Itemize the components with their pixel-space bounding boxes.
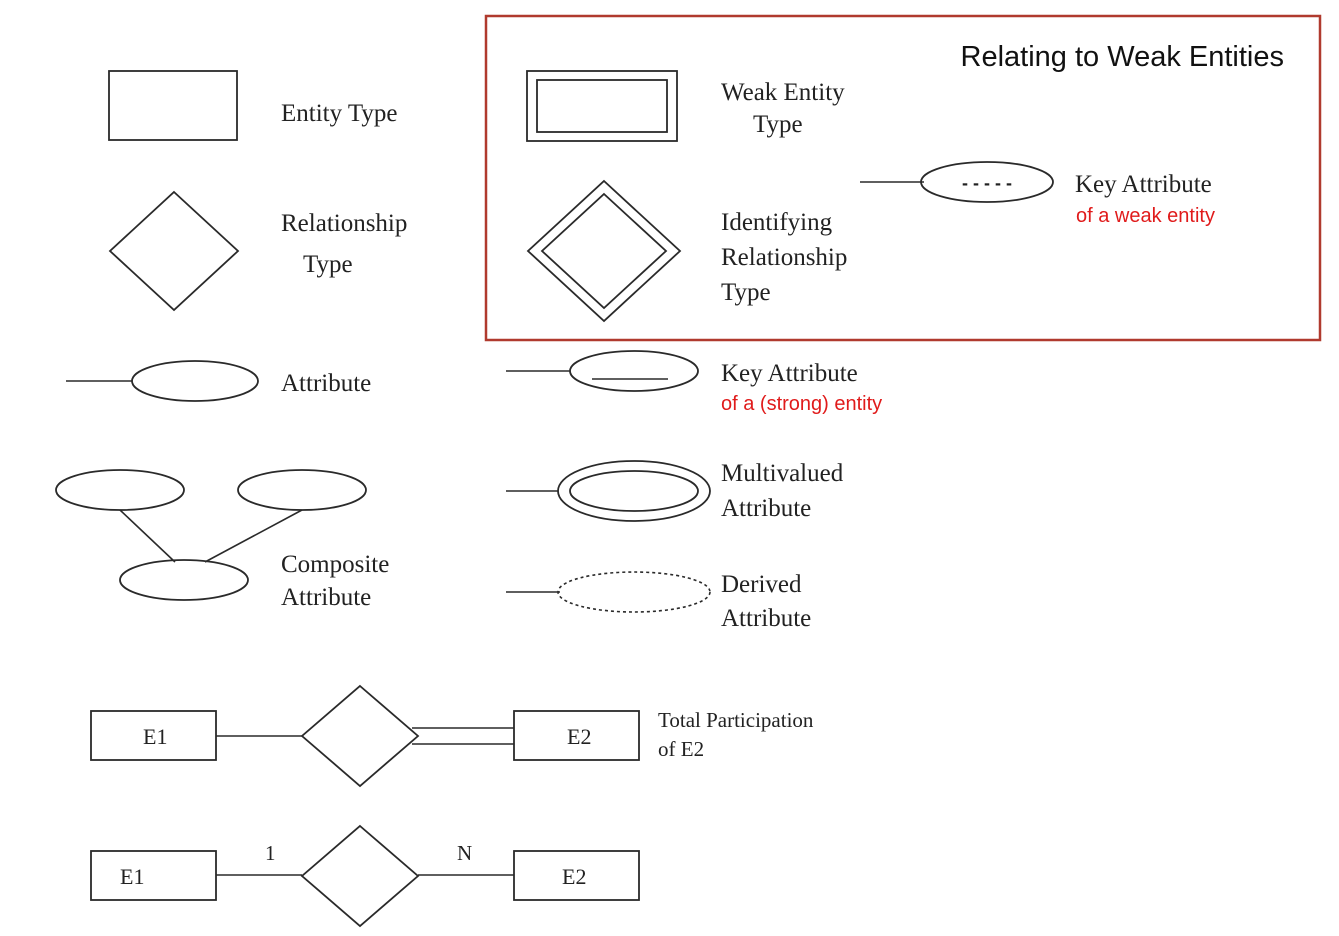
composite-attribute-label-line2: Attribute <box>281 584 371 611</box>
multivalued-attribute-symbol-inner <box>569 470 699 512</box>
cardinality-right-ratio: N <box>457 841 472 865</box>
identifying-relationship-label-line3: Type <box>721 279 771 306</box>
multivalued-attribute-label-line2: Attribute <box>721 495 811 522</box>
composite-part-ellipse-left <box>55 469 185 511</box>
attribute-symbol <box>131 360 259 402</box>
total-participation-e1-label: E1 <box>143 724 167 749</box>
total-participation-label-line1: Total Participation <box>658 708 814 732</box>
composite-part-ellipse-right <box>237 469 367 511</box>
weak-entity-type-symbol-inner <box>536 79 668 133</box>
composite-attribute-symbol <box>119 559 249 601</box>
key-attribute-note: of a (strong) entity <box>721 393 882 415</box>
weak-entity-type-label-line1: Weak Entity <box>721 79 845 106</box>
key-attribute-label: Key Attribute <box>721 360 858 387</box>
weak-key-attribute-note: of a weak entity <box>1076 205 1215 227</box>
cardinality-relationship <box>300 824 420 928</box>
entity-type-label: Entity Type <box>281 100 398 127</box>
weak-entity-type-symbol-outer <box>526 70 678 142</box>
total-participation-relationship <box>300 684 420 788</box>
composite-connector-left <box>119 509 176 563</box>
highlight-box-title: Relating to Weak Entities <box>961 41 1284 73</box>
derived-attribute-symbol <box>557 571 711 613</box>
multivalued-attribute-symbol-outer <box>557 460 711 522</box>
total-participation-entity-e2 <box>513 710 640 761</box>
weak-key-dashed-underline: - - - - - <box>962 173 1012 193</box>
total-participation-label-line2: of E2 <box>658 737 704 761</box>
derived-attribute-label-line2: Attribute <box>721 605 811 632</box>
identifying-relationship-symbol-outer <box>526 179 682 323</box>
cardinality-left-ratio: 1 <box>265 841 276 865</box>
cardinality-entity-e2 <box>513 850 640 901</box>
weak-entity-type-label-line2: Type <box>753 111 803 138</box>
relationship-type-label-line2: Type <box>303 251 353 278</box>
attribute-label: Attribute <box>281 370 371 397</box>
cardinality-e2-label: E2 <box>562 864 586 889</box>
weak-key-attribute-symbol <box>920 161 1054 203</box>
weak-entity-highlight-box <box>484 14 1322 342</box>
weak-key-attribute-label: Key Attribute <box>1075 171 1212 198</box>
composite-connector-right <box>204 509 303 563</box>
relationship-type-label-line1: Relationship <box>281 210 407 237</box>
cardinality-e1-label: E1 <box>120 864 144 889</box>
entity-type-symbol <box>108 70 238 141</box>
multivalued-attribute-label-line1: Multivalued <box>721 460 844 487</box>
total-participation-e2-label: E2 <box>567 724 591 749</box>
identifying-relationship-label-line1: Identifying <box>721 209 833 236</box>
composite-attribute-label-line1: Composite <box>281 551 389 578</box>
identifying-relationship-label-line2: Relationship <box>721 244 847 271</box>
key-attribute-symbol <box>569 350 699 392</box>
identifying-relationship-symbol-inner <box>540 192 668 310</box>
relationship-type-symbol <box>108 190 240 312</box>
cardinality-entity-e1 <box>90 850 217 901</box>
derived-attribute-label-line1: Derived <box>721 571 802 598</box>
